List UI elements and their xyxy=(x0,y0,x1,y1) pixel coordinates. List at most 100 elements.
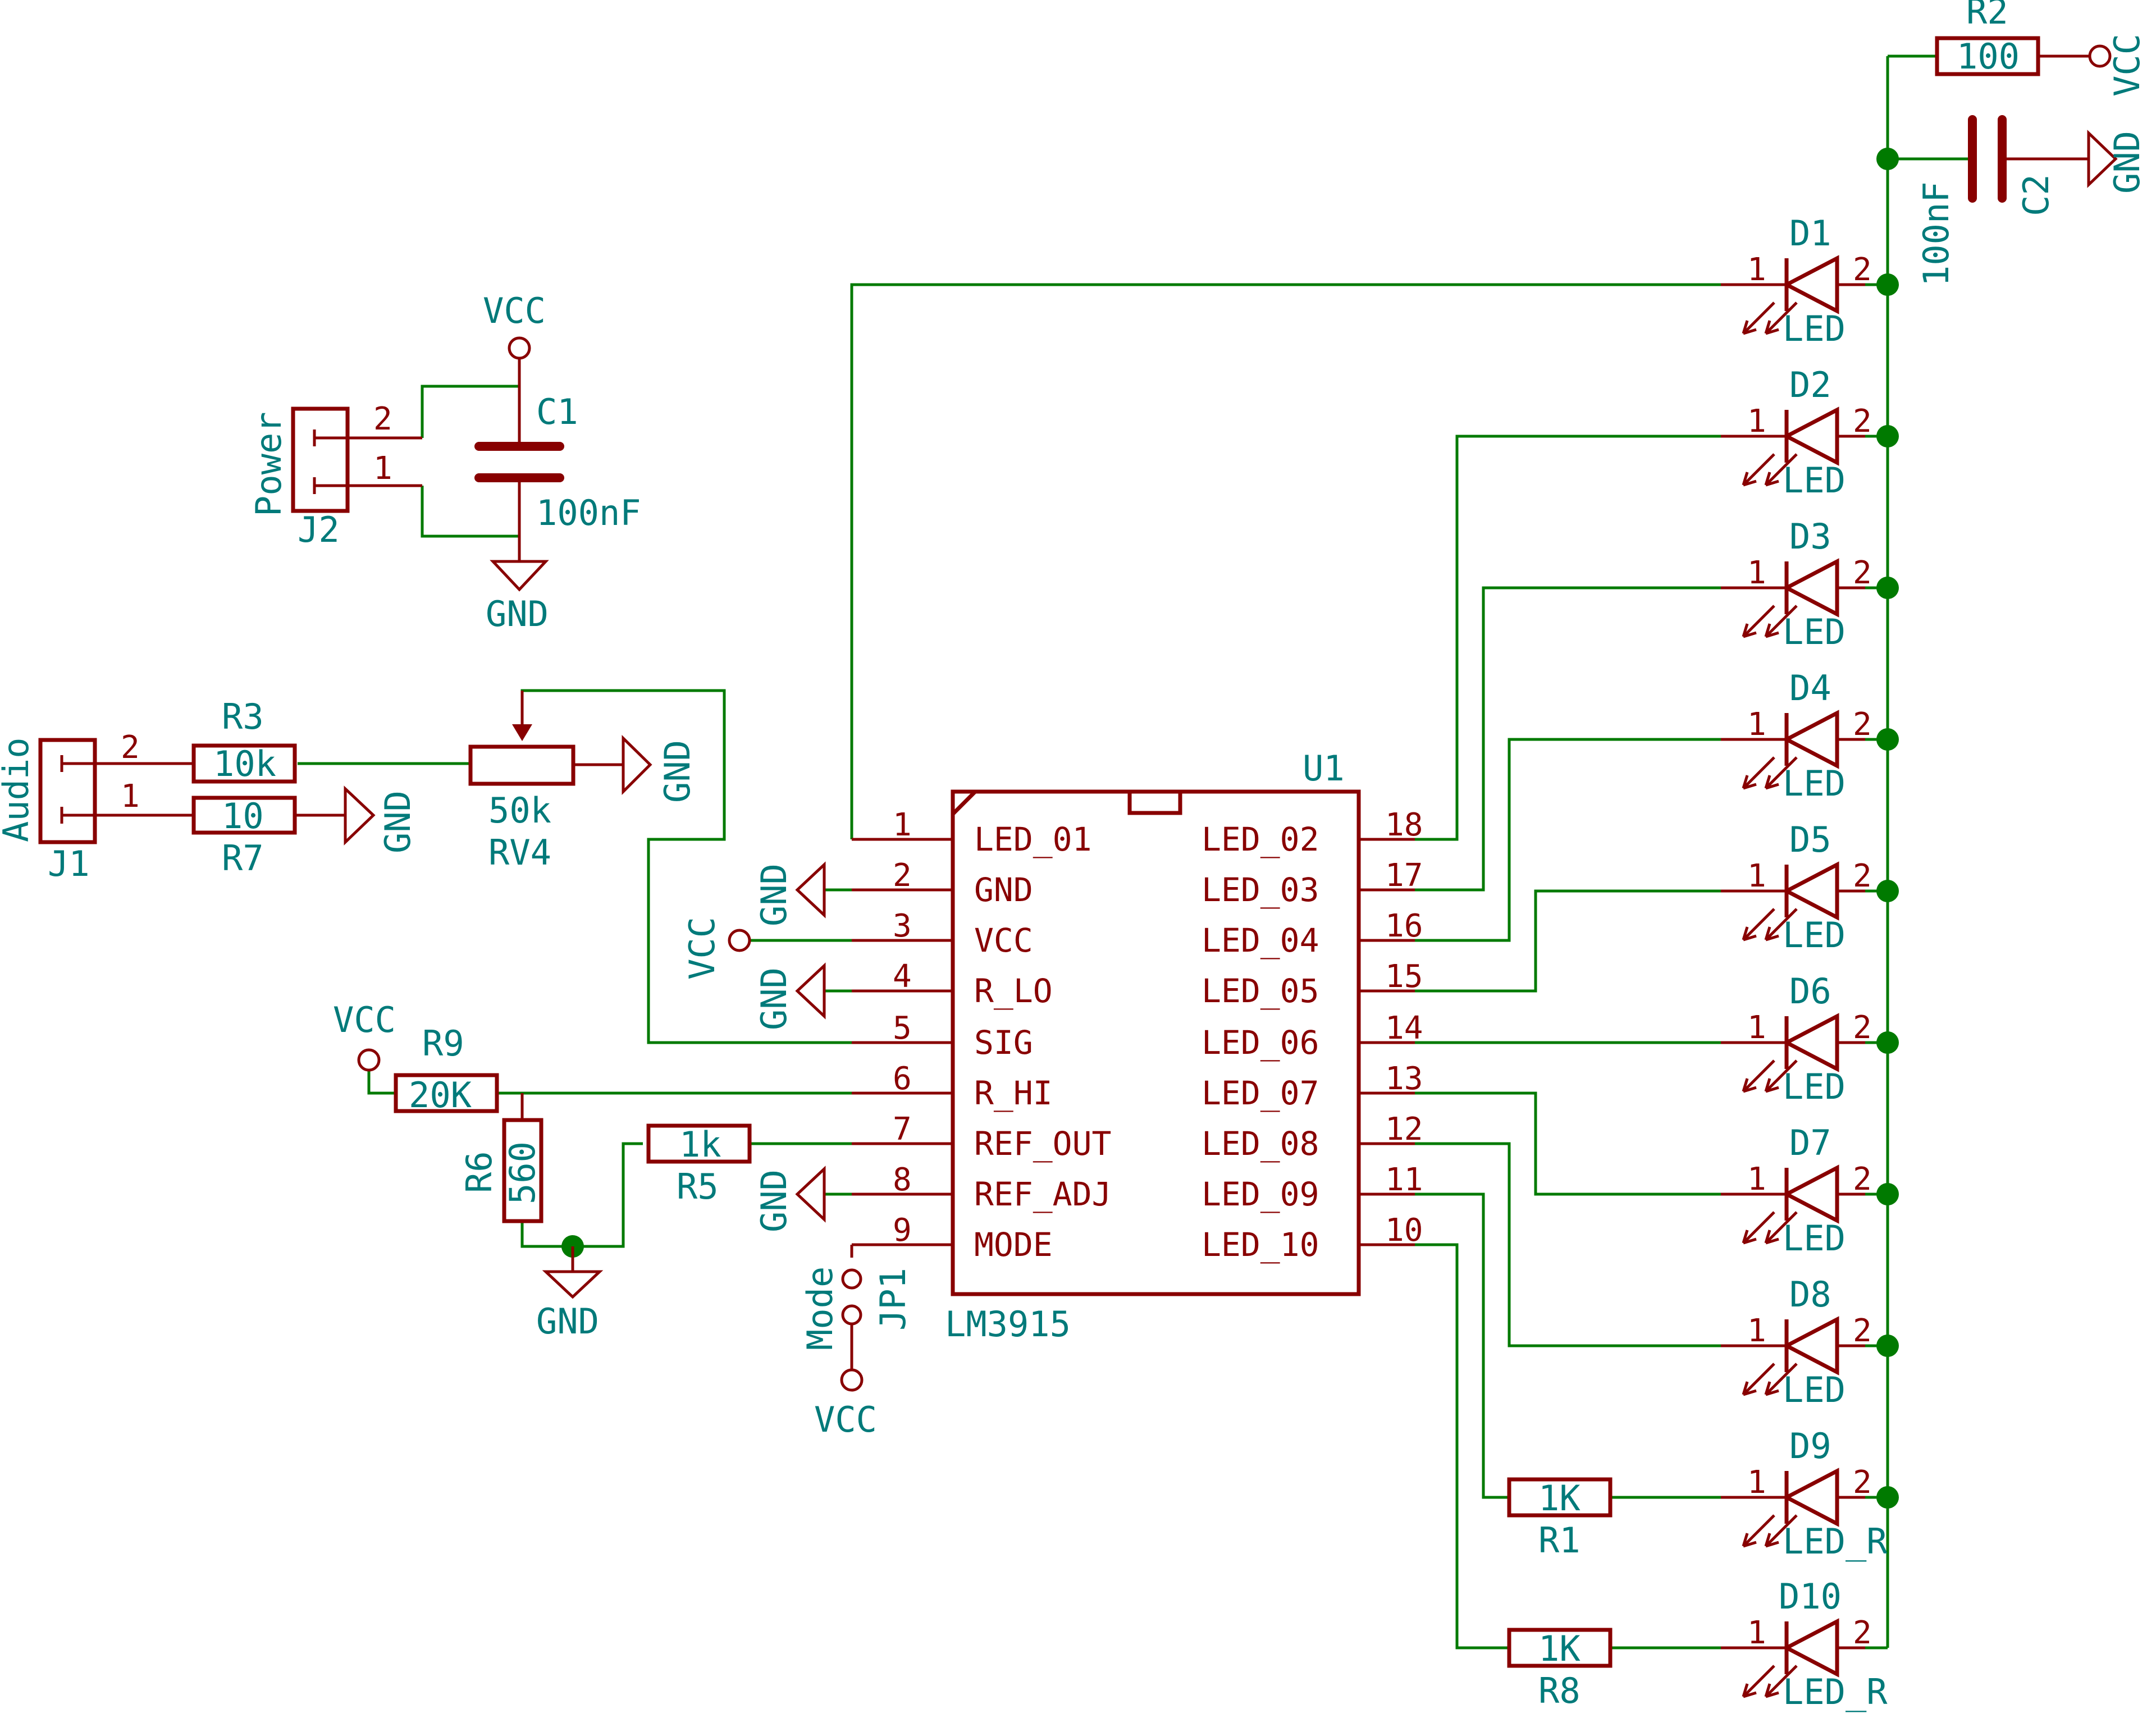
ic-pin-name: LED_10 xyxy=(1202,1226,1319,1264)
junction-dot xyxy=(1876,1183,1899,1205)
power-label: VCC xyxy=(333,999,396,1040)
pin-number: 1 xyxy=(373,450,392,487)
ic-pin-number: 6 xyxy=(893,1061,912,1097)
junction-dot xyxy=(1876,1031,1899,1054)
component-ref: D9 xyxy=(1789,1425,1831,1466)
capacitor-c2: C2 100nF xyxy=(1916,115,2089,286)
component-value: 100nF xyxy=(536,492,641,533)
ground-icon xyxy=(542,1270,604,1299)
ic-pin-name: SIG xyxy=(974,1024,1033,1062)
light-emission-icon xyxy=(1742,605,1798,638)
component-value: 100 xyxy=(1957,36,2020,77)
led-anode-stubs xyxy=(1865,283,1888,1650)
gnd-symbol: GND xyxy=(753,861,826,926)
potentiometer-body xyxy=(468,744,575,786)
ic-pin-name: LED_09 xyxy=(1202,1175,1319,1213)
power-label: VCC xyxy=(483,290,546,331)
component-value: Audio xyxy=(0,737,36,842)
resistor-r3-body xyxy=(191,743,297,784)
component-value: LED xyxy=(1783,308,1846,349)
led01-wire xyxy=(850,283,1721,839)
light-emission-icon xyxy=(1742,1059,1798,1093)
component-ref: D10 xyxy=(1779,1576,1842,1617)
component-value: 20K xyxy=(409,1075,472,1116)
component-ref: RV4 xyxy=(488,832,551,873)
power-label: VCC xyxy=(814,1399,877,1440)
gnd-symbol: GND xyxy=(753,1166,826,1232)
ic-left-pin-lines xyxy=(852,838,953,1246)
connector-j1-body xyxy=(38,738,97,844)
ic-u1: U1 LM3915 1 LED_01 2 GND 3 VCC 4 R_LO 5 … xyxy=(852,748,1423,1345)
connector-j2-body xyxy=(291,406,350,513)
resistor-r3: 10k R3 xyxy=(191,696,297,784)
pin-number: 1 xyxy=(1747,1615,1766,1651)
connector-j1: 2 1 J1 Audio xyxy=(0,729,194,884)
gnd-symbol: GND xyxy=(344,785,418,853)
component-ref: C1 xyxy=(536,391,578,432)
resistor-r9: 20K R9 xyxy=(394,1023,499,1116)
component-ref: D7 xyxy=(1789,1122,1831,1163)
power-label: GND xyxy=(657,740,698,803)
capacitor-plate xyxy=(1998,115,2007,203)
vcc-symbol: VCC xyxy=(483,290,546,360)
ic-pin-name: LED_02 xyxy=(1202,820,1319,858)
ic-pin-name: LED_05 xyxy=(1202,972,1319,1010)
junction-dot xyxy=(1876,728,1899,751)
vcc-terminal-icon xyxy=(2088,44,2112,68)
component-value: 1K xyxy=(1538,1628,1581,1669)
pin-number: 2 xyxy=(1853,1161,1872,1198)
pin-number: 1 xyxy=(121,778,140,815)
power-label: GND xyxy=(536,1301,599,1342)
led-triangle-icon xyxy=(1782,861,1839,921)
ic-pin-name: REF_ADJ xyxy=(974,1175,1111,1213)
potentiometer-rv4: 50k RV4 xyxy=(468,691,623,873)
ic-pin-name: LED_01 xyxy=(974,820,1092,858)
pin-number: 2 xyxy=(1853,858,1872,894)
led08-wire xyxy=(1359,1142,1721,1347)
pin-number: 1 xyxy=(1747,1009,1766,1046)
junction-dot xyxy=(1876,880,1899,902)
ic-pin-number: 1 xyxy=(893,807,912,843)
led05-wire xyxy=(1359,889,1721,993)
led10-wire xyxy=(1359,1243,1509,1650)
component-ref: D1 xyxy=(1789,213,1831,254)
ic-pin-number: 2 xyxy=(893,857,912,894)
resistor-r2: 100 R2 xyxy=(1935,0,2089,77)
component-value: LED xyxy=(1783,611,1846,652)
pin-number: 1 xyxy=(1747,1313,1766,1349)
ic-pin-name: LED_03 xyxy=(1202,871,1319,909)
light-emission-icon xyxy=(1742,453,1798,487)
ic-pin-name: LED_08 xyxy=(1202,1125,1319,1163)
gnd-symbol: GND xyxy=(2087,130,2148,194)
component-ref: R7 xyxy=(222,838,264,879)
component-ref: R6 xyxy=(459,1151,500,1193)
pin-number: 1 xyxy=(1747,252,1766,288)
component-ref: J2 xyxy=(298,509,340,550)
pin-number: 1 xyxy=(1747,1464,1766,1501)
ground-icon xyxy=(344,785,376,846)
vcc-symbol: VCC xyxy=(682,917,751,980)
junction-dot xyxy=(1876,273,1899,296)
led-triangle-icon xyxy=(1782,558,1839,618)
ic-pin-name: R_HI xyxy=(974,1074,1053,1112)
ic-pin-name: LED_04 xyxy=(1202,921,1319,959)
power-label: GND xyxy=(486,593,549,634)
component-ref: R3 xyxy=(222,696,264,737)
jumper-contact-icon xyxy=(841,1268,862,1290)
ic-pin-number: 9 xyxy=(893,1212,912,1249)
led-triangle-icon xyxy=(1782,406,1839,466)
vcc-terminal-icon xyxy=(357,1048,381,1072)
pin-number: 2 xyxy=(1853,1615,1872,1651)
component-ref: R9 xyxy=(422,1023,464,1064)
component-value: 10 xyxy=(222,796,264,837)
ic-pin-number: 13 xyxy=(1385,1061,1423,1097)
power-label: VCC xyxy=(682,917,723,980)
ground-icon xyxy=(795,962,826,1020)
